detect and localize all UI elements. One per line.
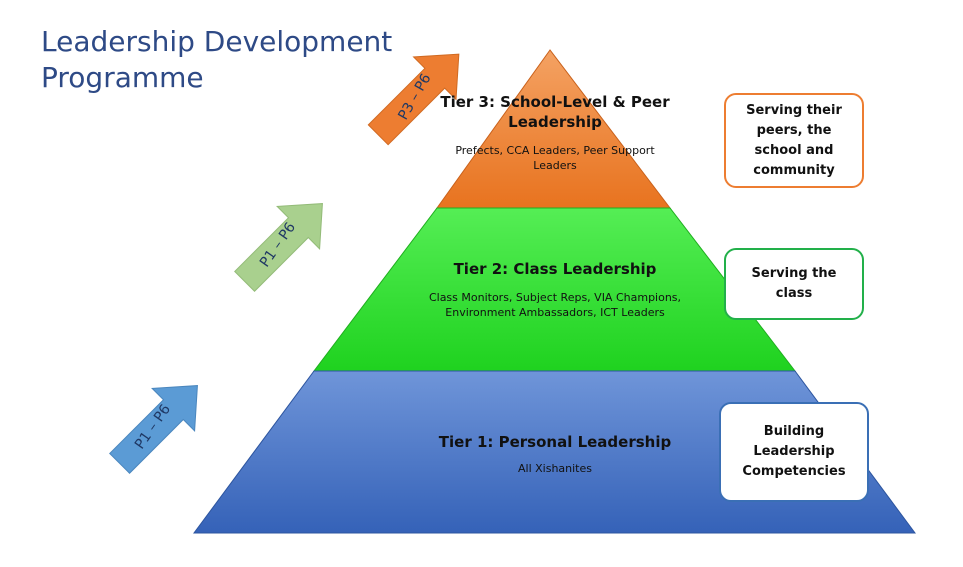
side-box-tier-3: Serving their peers, the school and comm… <box>724 93 864 188</box>
tier-3-title: Tier 3: School-Level & Peer Leadership <box>440 93 670 131</box>
tier-2-description: Class Monitors, Subject Reps, VIA Champi… <box>428 291 682 319</box>
side-box-tier-2: Serving the class <box>724 248 864 320</box>
side-box-tier-1: Building Leadership Competencies <box>719 402 869 502</box>
page-title: Leadership Development Programme <box>41 24 392 96</box>
title-line-2: Programme <box>41 61 204 94</box>
arrow-p1-p6-middle <box>234 203 323 292</box>
arrow-p3-p6 <box>367 53 460 146</box>
tier-1-description: All Xishanites <box>517 462 592 475</box>
title-line-1: Leadership Development <box>41 25 393 58</box>
tier-2-title: Tier 2: Class Leadership <box>453 260 657 278</box>
tier-1-title: Tier 1: Personal Leadership <box>438 433 672 451</box>
tier-3-description: Prefects, CCA Leaders, Peer Support Lead… <box>455 144 655 172</box>
arrow-p1-p6-bottom <box>109 385 198 474</box>
